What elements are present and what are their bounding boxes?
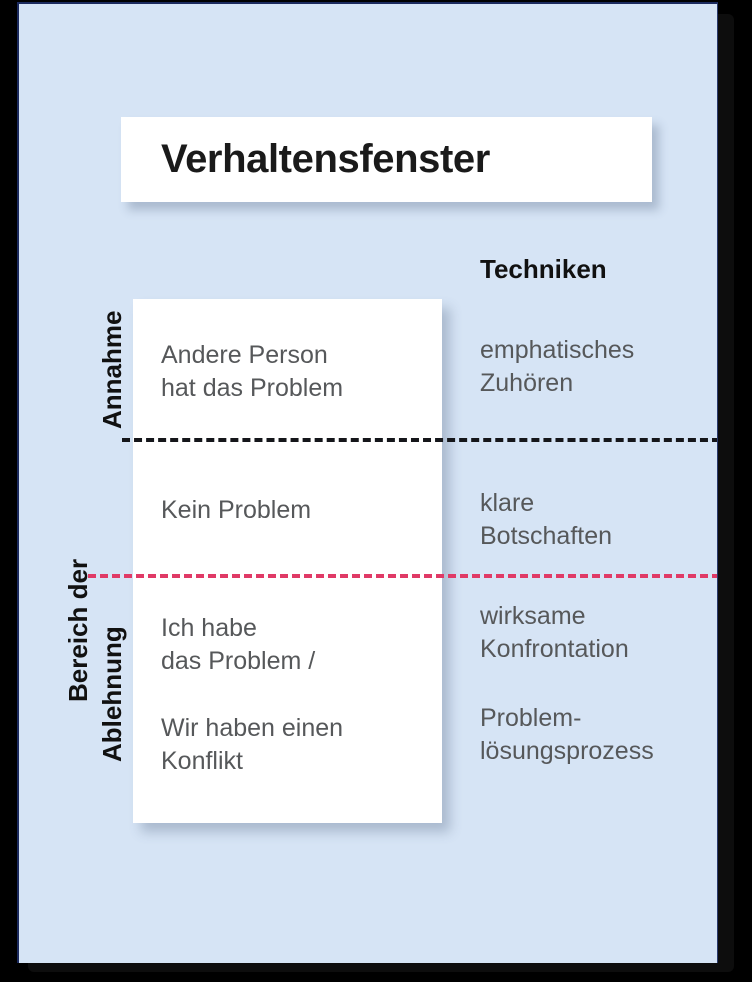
techniken-column-header: Techniken [480, 254, 607, 284]
situation-row-3b: Wir haben einen Konflikt [161, 714, 344, 775]
divider-dashed-red [88, 574, 717, 578]
situation-row-1: Andere Person hat das Problem [161, 341, 344, 402]
divider-dashed-black [122, 438, 717, 442]
slide-page: Verhaltensfenster Techniken Andere Perso… [17, 2, 718, 963]
title-card: Verhaltensfenster [121, 117, 652, 202]
situation-matrix-card [133, 299, 442, 823]
technik-row-3a: wirksame Konfrontation [480, 602, 629, 663]
page-title: Verhaltensfenster [161, 137, 490, 181]
axis-label-ablehnung: Ablehnung [97, 626, 127, 762]
situation-row-2: Kein Problem [161, 496, 312, 524]
technik-row-2: klare Botschaften [480, 489, 613, 550]
technik-row-1: emphatisches Zuhören [480, 336, 635, 397]
technik-row-3b: Problem- lösungsprozess [480, 704, 654, 765]
axis-label-bereich-der: Bereich der [63, 558, 93, 702]
situation-row-3a: Ich habe das Problem / [161, 614, 316, 675]
axis-label-annahme: Annahme [97, 310, 127, 429]
